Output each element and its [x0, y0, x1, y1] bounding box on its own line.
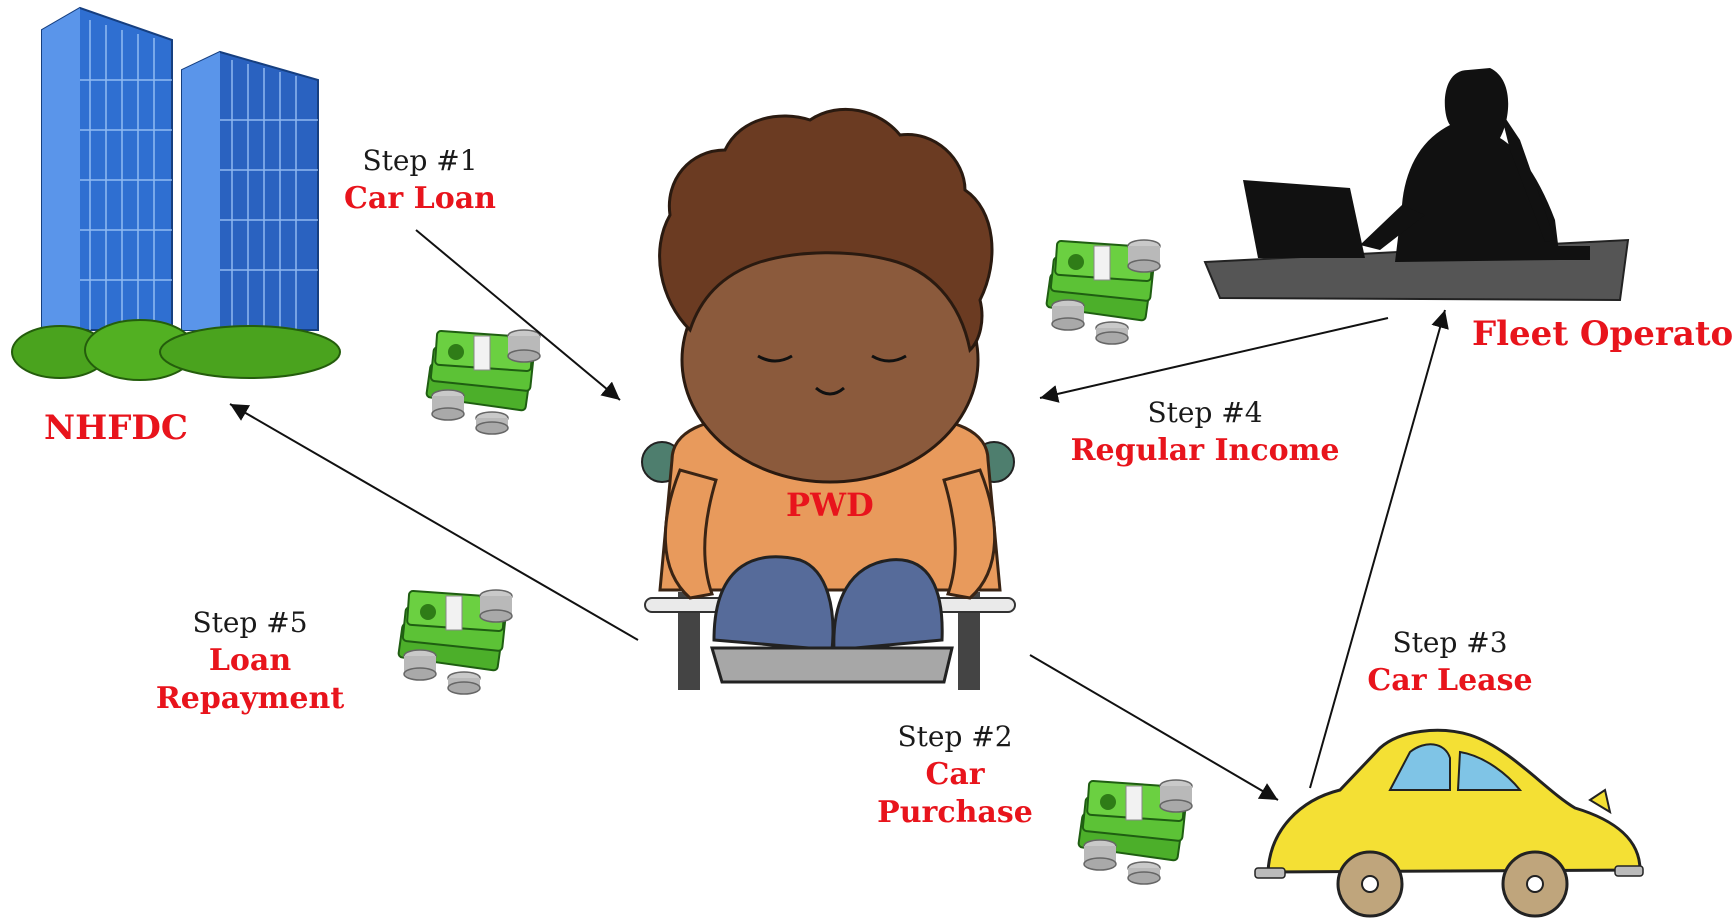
step-2-label-line-2: Purchase [877, 795, 1033, 830]
step-2-number: Step #2 [897, 720, 1013, 753]
step-3-group: Step #3 Car Lease [1360, 624, 1540, 700]
building-icon [11, 6, 341, 381]
money-stack-icon [1077, 779, 1193, 885]
step-5-label-line-1: Loan [208, 643, 292, 678]
money-stack-icon [1045, 239, 1161, 345]
step-4-group: Step #4 Regular Income [1070, 394, 1340, 470]
step-3-number: Step #3 [1392, 626, 1508, 659]
step-5-label-line-2: Repayment [155, 681, 345, 716]
step-2-group: Step #2 Car Purchase [850, 718, 1060, 832]
step-4-number: Step #4 [1147, 396, 1263, 429]
step-1-group: Step #1 Car Loan [330, 142, 510, 218]
step-3-label: Car Lease [1367, 663, 1533, 698]
fleet-operator-silhouette-icon [1203, 68, 1630, 302]
arrow-step-5 [229, 403, 639, 641]
step-2-label-line-1: Car [925, 757, 985, 792]
arrow-step-4 [1039, 317, 1389, 403]
money-stack-icon [397, 589, 513, 695]
yellow-car-icon [1254, 728, 1644, 918]
step-1-label: Car Loan [344, 181, 496, 216]
person-in-wheelchair-icon [641, 107, 1016, 690]
step-4-label: Regular Income [1070, 433, 1340, 468]
step-1-number: Step #1 [362, 144, 478, 177]
arrow-step-1 [415, 229, 621, 401]
money-stack-icon [425, 329, 541, 435]
pwd-label: PWD [786, 486, 874, 524]
fleet-operator-label: Fleet Operator [1472, 314, 1732, 354]
arrow-step-3 [1309, 309, 1449, 789]
step-5-number: Step #5 [192, 606, 308, 639]
arrow-step-2 [1029, 654, 1279, 801]
nhfdc-label: NHFDC [44, 408, 188, 448]
step-5-group: Step #5 Loan Repayment [150, 604, 350, 718]
